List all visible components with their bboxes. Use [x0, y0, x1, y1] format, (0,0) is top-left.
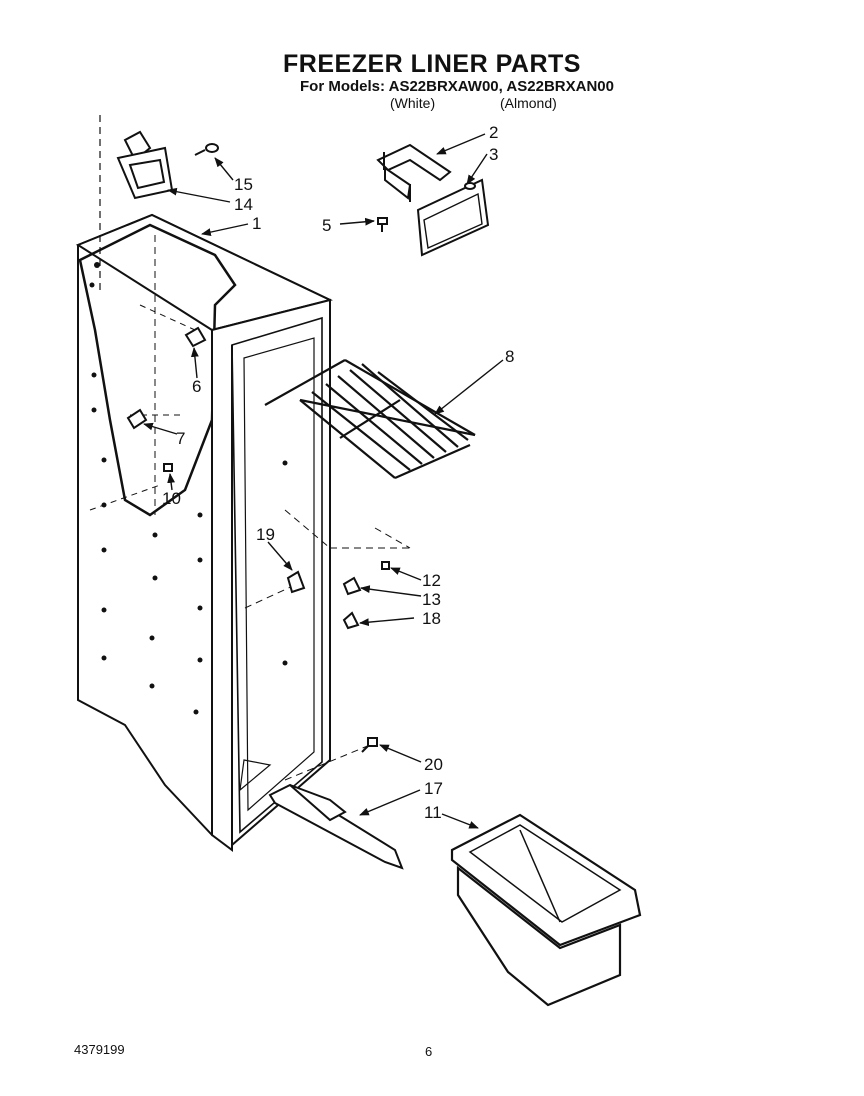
callout-3: 3: [489, 145, 498, 164]
screw-part-15: [194, 143, 219, 156]
callout-10: 10: [162, 489, 181, 508]
bracket-part-13: [342, 576, 362, 596]
callout-1: 1: [252, 214, 261, 233]
callout-12: 12: [422, 571, 441, 590]
models-line: For Models: AS22BRXAW00, AS22BRXAN00: [300, 78, 614, 95]
callout-labels: 1 2 3 5 15 14 8 6 7 10 19 12 13 18 20 17…: [162, 123, 514, 822]
page-title: FREEZER LINER PARTS: [283, 50, 581, 78]
bracket-part-18: [342, 611, 360, 630]
screw-part-5: [377, 217, 388, 232]
document-number: 4379199: [74, 1042, 125, 1057]
rail-part-17: [268, 783, 404, 870]
callout-20: 20: [424, 755, 443, 774]
variant-white: (White): [390, 95, 436, 111]
variant-almond: (Almond): [500, 95, 557, 111]
liner-holes: [89, 262, 288, 715]
freezer-liner: [75, 115, 411, 852]
bracket-part-19: [286, 570, 306, 594]
callout-7: 7: [176, 429, 185, 448]
callout-leaders: [143, 133, 504, 829]
callout-2: 2: [489, 123, 498, 142]
callout-11: 11: [424, 803, 442, 822]
callout-19: 19: [256, 525, 275, 544]
screw-part-20: [361, 737, 378, 753]
wire-shelf-part-8: [264, 359, 476, 480]
fastener-part-6: [184, 326, 207, 348]
cover-part-3: [416, 178, 490, 257]
callout-6: 6: [192, 377, 201, 396]
callout-5: 5: [322, 216, 331, 235]
bracket-part-14: [116, 130, 174, 200]
page-number: 6: [425, 1044, 433, 1059]
callout-15: 15: [234, 175, 253, 194]
callout-17: 17: [424, 779, 443, 798]
bracket-part-12: [381, 561, 390, 570]
callout-18: 18: [422, 609, 441, 628]
bin-part-11: [450, 813, 642, 1007]
bracket-part-2: [376, 143, 452, 202]
callout-8: 8: [505, 347, 514, 366]
fastener-part-7: [126, 408, 148, 430]
callout-13: 13: [422, 590, 441, 609]
fastener-part-10: [163, 463, 173, 472]
callout-14: 14: [234, 195, 253, 214]
